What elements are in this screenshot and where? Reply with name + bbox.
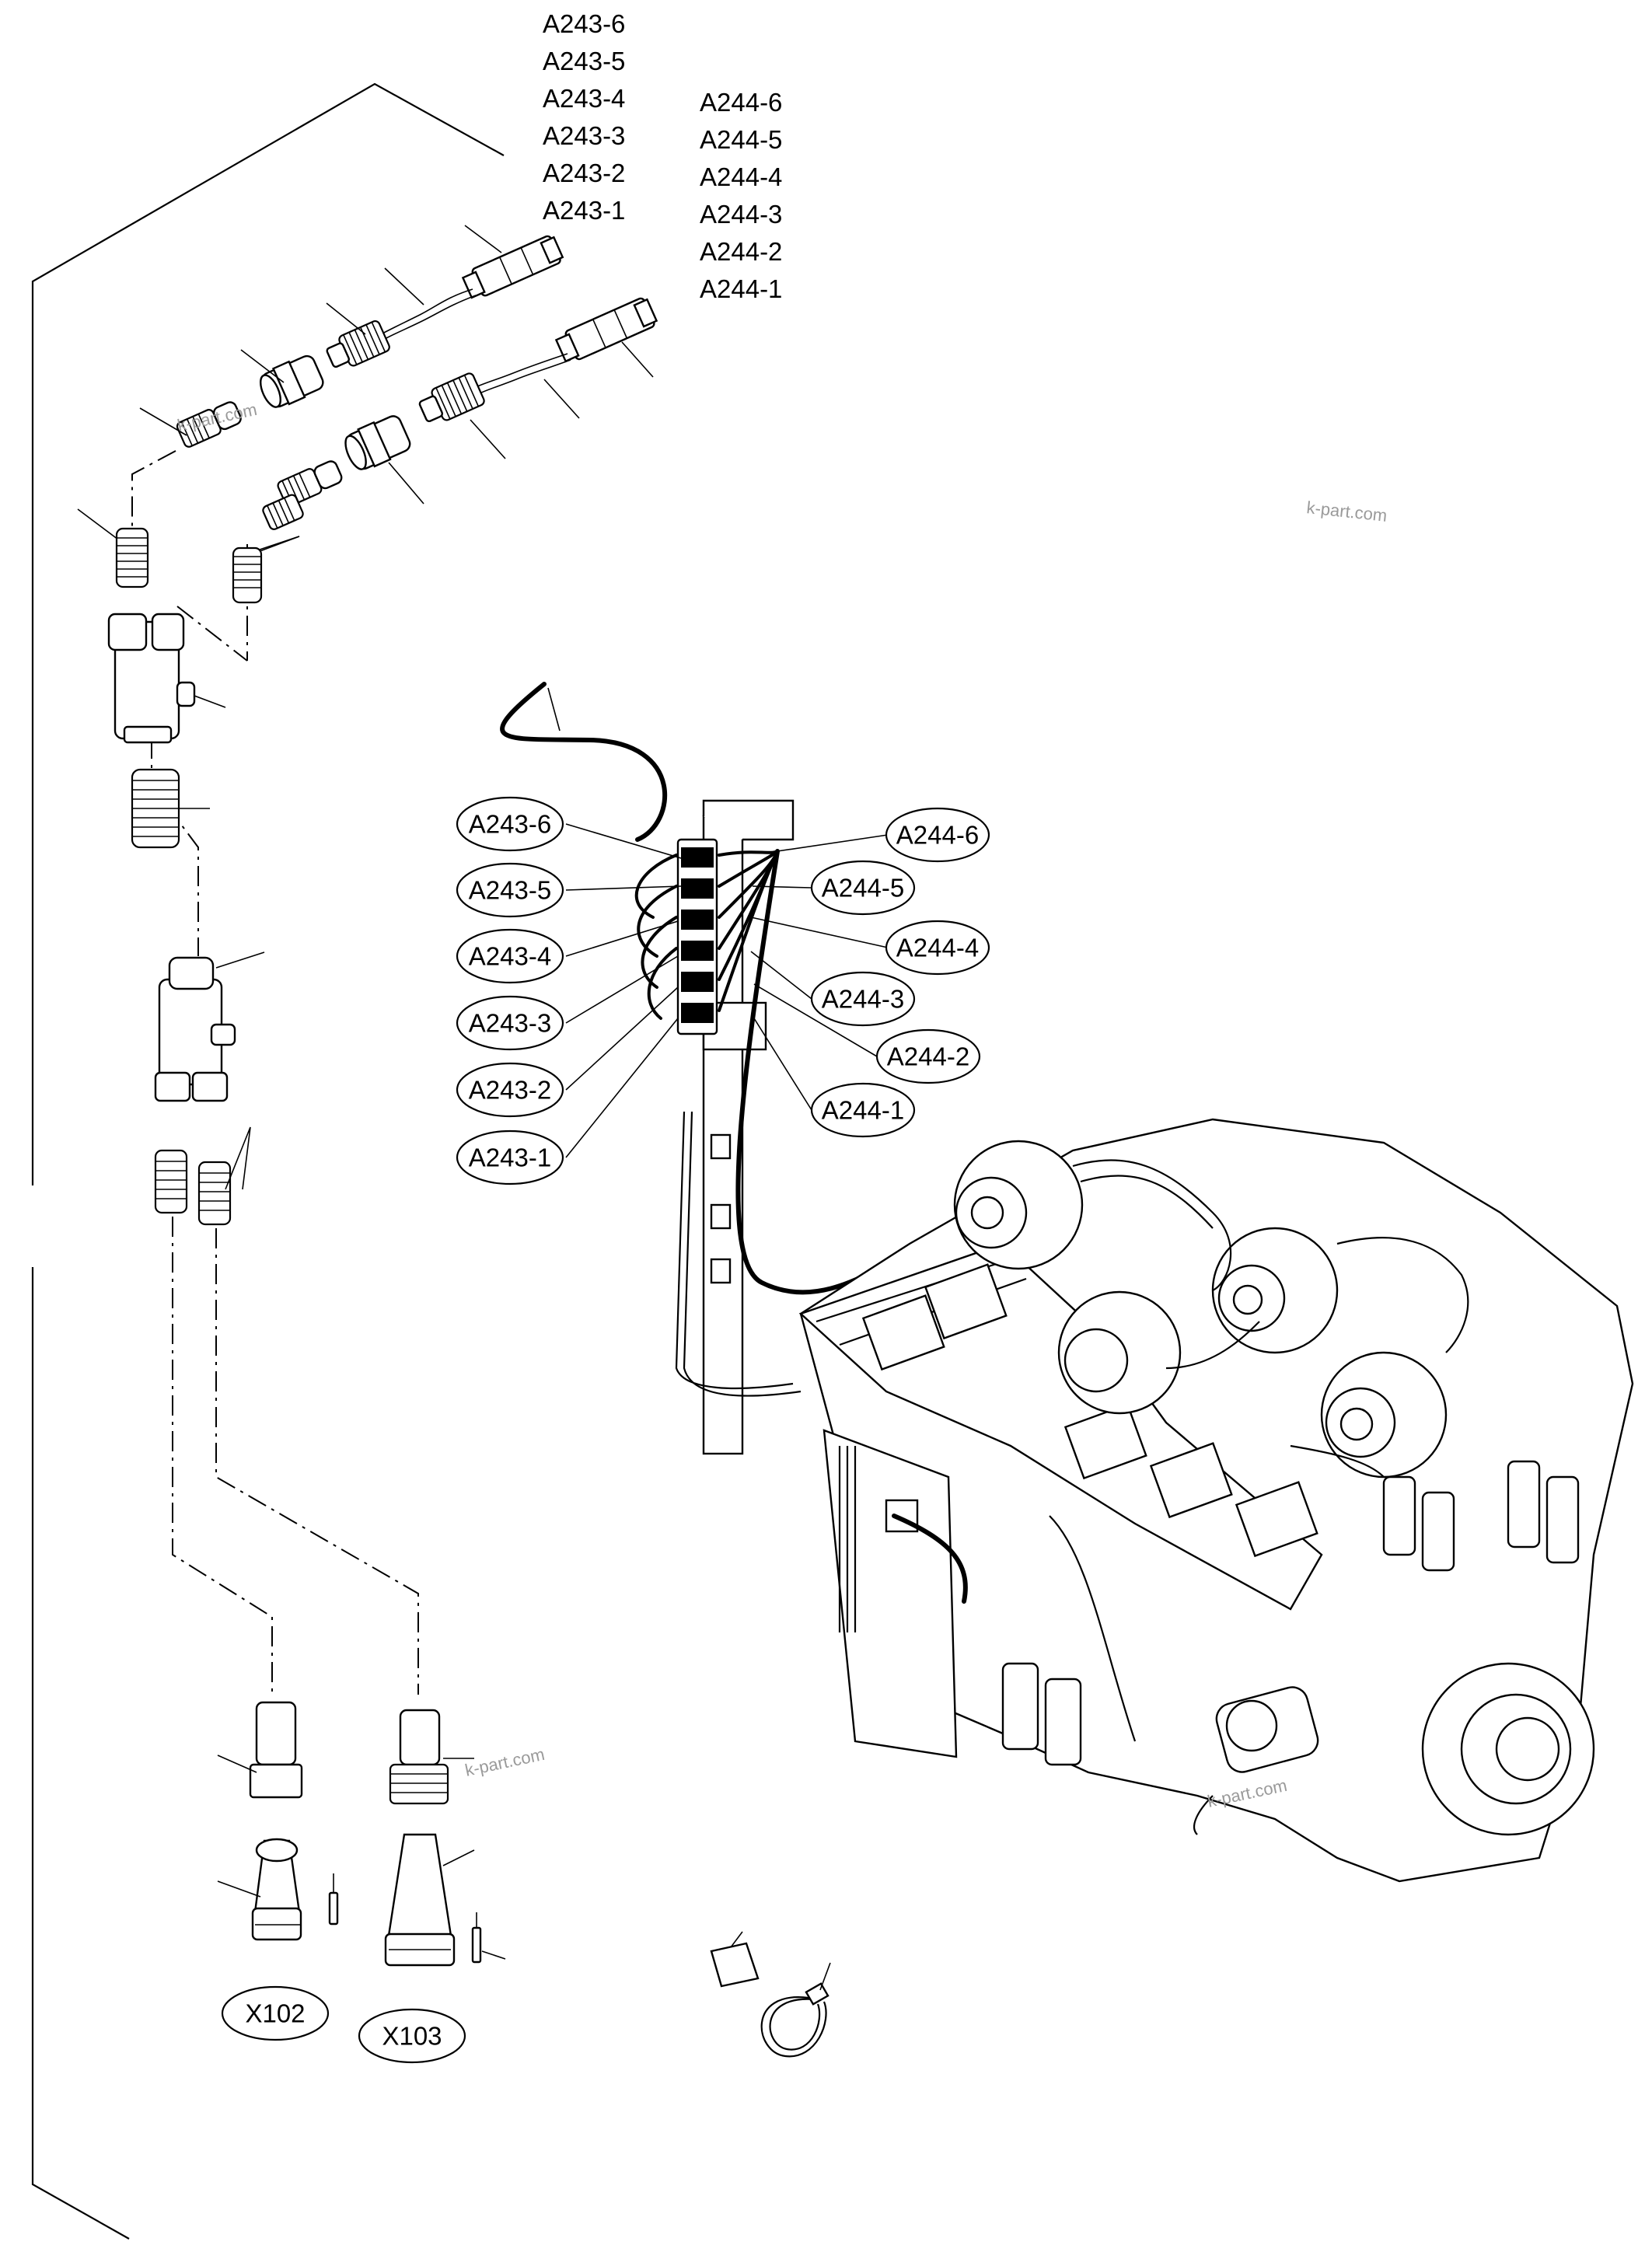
starter-motor <box>1215 1686 1319 1773</box>
coupling-3 <box>262 494 304 530</box>
label-a244-5: A244-5 <box>700 125 782 154</box>
engine-illustration <box>798 1118 1634 1883</box>
leader-x102-lower <box>217 1880 261 1898</box>
flywheel-housing <box>1421 1662 1595 1836</box>
connector-label-x102: X102 <box>221 1985 330 2041</box>
label-a244-3: A244-3 <box>700 200 782 229</box>
spring-sleeve-2 <box>232 546 263 604</box>
sleeve-1 <box>260 354 324 408</box>
top-label-list-a244: A244-6 A244-5 A244-4 A244-3 A244-2 A244-… <box>700 88 782 303</box>
turbocharger-3 <box>1057 1290 1182 1415</box>
callout-a243-5: A243-5 <box>469 876 551 905</box>
t-junction-upper <box>107 613 196 744</box>
leader-t-junction-upper <box>194 695 226 708</box>
label-a244-2: A244-2 <box>700 237 782 266</box>
long-sleeve <box>131 768 180 849</box>
callout-a243-4: A243-4 <box>469 942 551 971</box>
sensor-chain-lower <box>262 297 658 530</box>
callout-a244-1: A244-1 <box>822 1096 904 1125</box>
threaded-nut-2 <box>418 372 485 423</box>
connector-plug-a243 <box>461 235 564 299</box>
leader-x103-lower <box>442 1849 475 1866</box>
connector-label-x103-text: X103 <box>382 2022 442 2051</box>
connector-label-x103: X103 <box>358 2008 466 2064</box>
callout-a243-3: A243-3 <box>469 1009 551 1038</box>
chain-leaders <box>77 225 654 560</box>
leader-x103-pin <box>481 1950 506 1960</box>
callouts-left: A243-6 A243-5 A243-4 A243-3 A243-2 A243-… <box>456 796 682 1185</box>
label-a243-3: A243-3 <box>543 121 625 150</box>
label-a244-6: A244-6 <box>700 88 782 117</box>
tape-piece <box>710 1931 760 1988</box>
threaded-nut-1 <box>326 319 390 368</box>
watermark-3: k-part.com <box>463 1744 547 1780</box>
t-junction-lower <box>154 956 236 1102</box>
label-a243-2: A243-2 <box>543 159 625 187</box>
plug-x102 <box>249 1701 339 1941</box>
watermark-2: k-part.com <box>1305 498 1388 525</box>
turbocharger-2 <box>1211 1227 1339 1354</box>
turbocharger-4 <box>1320 1351 1448 1479</box>
label-a243-6: A243-6 <box>543 9 625 38</box>
label-a243-4: A243-4 <box>543 84 625 113</box>
callout-a244-3: A244-3 <box>822 985 904 1014</box>
callout-a244-5: A244-5 <box>822 874 904 903</box>
connector-label-x102-text: X102 <box>245 1999 305 2028</box>
top-label-list-a243: A243-6 A243-5 A243-4 A243-3 A243-2 A243-… <box>543 9 625 225</box>
label-a243-5: A243-5 <box>543 47 625 75</box>
label-a243-1: A243-1 <box>543 196 625 225</box>
dash-connectors-lower <box>172 1217 419 1695</box>
callouts-right: A244-6 A244-5 A244-4 A244-3 A244-2 A244-… <box>750 807 990 1138</box>
assembly-frame <box>31 82 505 2240</box>
sleeve-2 <box>344 415 411 470</box>
twin-sleeves <box>154 1149 232 1226</box>
callout-a243-6: A243-6 <box>469 810 551 839</box>
connector-plug-a244 <box>554 297 658 363</box>
leader-t-junction-lower <box>215 951 265 969</box>
callout-a244-4: A244-4 <box>896 934 979 962</box>
leader-x102-upper <box>217 1754 257 1773</box>
cable-tie <box>760 1962 831 2058</box>
callout-a243-1: A243-1 <box>469 1143 551 1172</box>
callout-a244-2: A244-2 <box>887 1042 969 1071</box>
spring-sleeve-1 <box>115 527 149 588</box>
callout-a244-6: A244-6 <box>896 821 979 850</box>
callout-a243-2: A243-2 <box>469 1076 551 1105</box>
plug-x103 <box>384 1709 482 1967</box>
label-a244-4: A244-4 <box>700 162 782 191</box>
turbocharger-1 <box>953 1140 1084 1270</box>
label-a244-1: A244-1 <box>700 274 782 303</box>
sensor-chain-upper <box>176 235 564 448</box>
harness-block <box>500 682 896 1455</box>
leader-twin-sleeves <box>225 1126 251 1190</box>
coupling-1 <box>176 401 242 448</box>
